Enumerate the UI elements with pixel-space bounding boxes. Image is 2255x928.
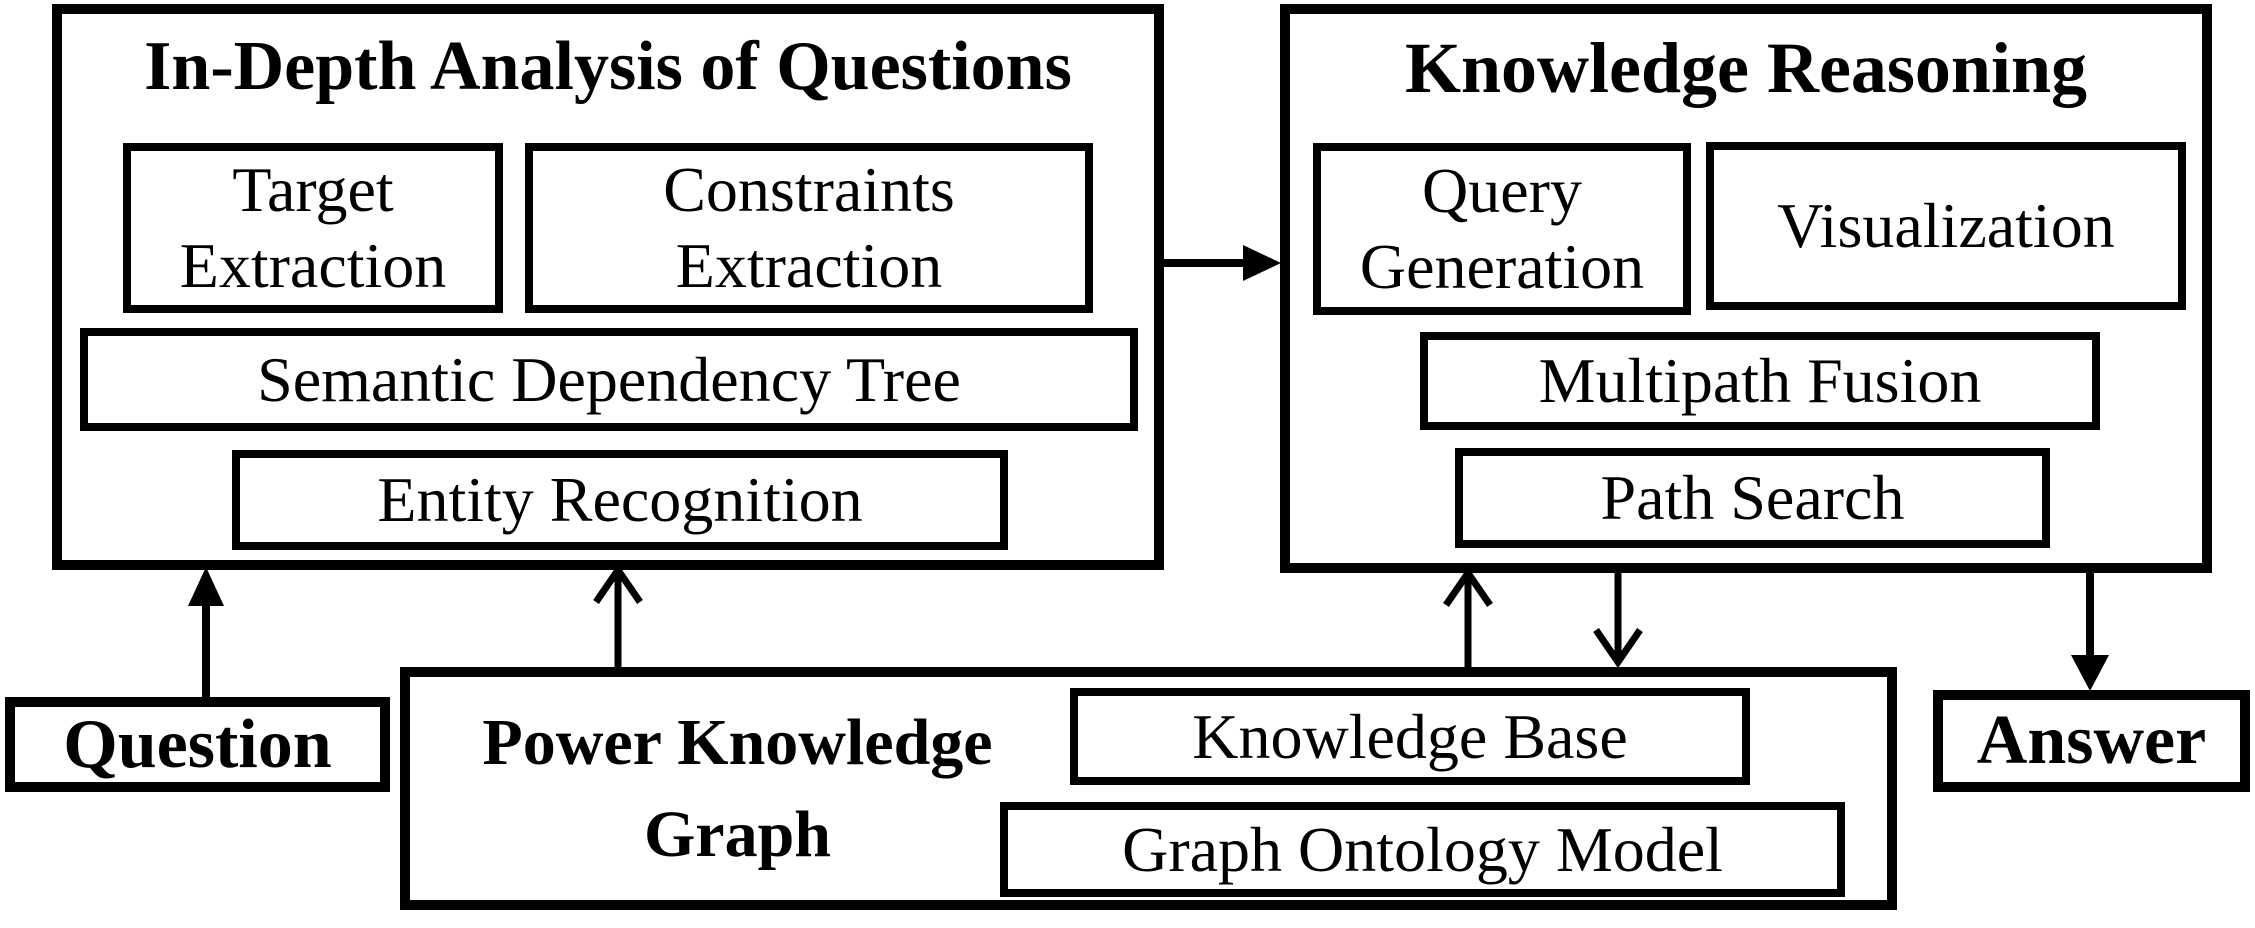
constraints-extraction-box: Constraints Extraction [525,143,1093,313]
reasoning-panel-title: Knowledge Reasoning [1404,28,2088,108]
multipath-fusion-box: Multipath Fusion [1420,332,2100,430]
arrow-analysis-to-reasoning [1158,245,1281,281]
knowledge-base-box: Knowledge Base [1070,688,1750,785]
visualization-box: Visualization [1706,142,2186,310]
question-box: Question [5,697,390,792]
answer-box: Answer [1933,690,2250,792]
entity-recognition-box: Entity Recognition [232,450,1008,550]
graph-ontology-model-box: Graph Ontology Model [1000,802,1845,897]
semantic-dependency-tree-box: Semantic Dependency Tree [80,328,1138,431]
path-search-box: Path Search [1455,448,2050,548]
target-extraction-box: Target Extraction [123,143,503,313]
knowledge-graph-title: Power Knowledge Graph [482,706,993,871]
arrow-kg-to-reasoning [1443,566,1493,670]
analysis-panel-title: In-Depth Analysis of Questions [144,28,1072,105]
arrow-reasoning-to-answer [2071,570,2109,691]
arrow-kg-to-analysis [593,563,643,670]
query-generation-box: Query Generation [1313,143,1691,315]
arrow-question-to-analysis [188,567,224,700]
arrow-reasoning-to-kg [1593,570,1643,669]
